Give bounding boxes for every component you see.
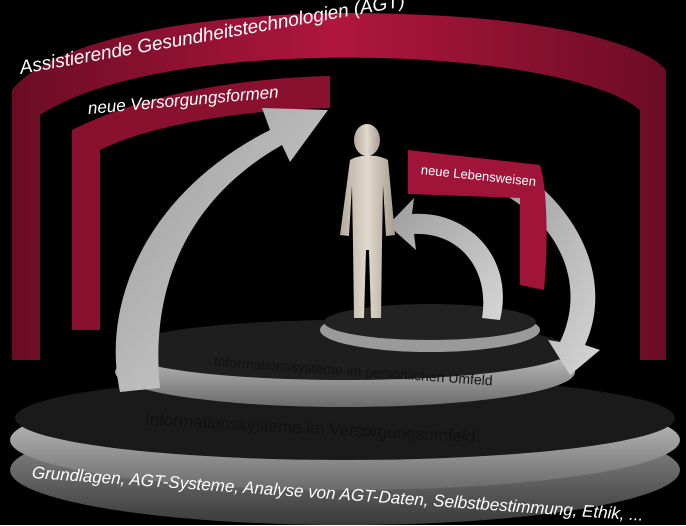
- person-figure: [340, 124, 395, 318]
- outer-cycle-arrow-right: [505, 170, 600, 375]
- inner-cycle-arrow: [388, 198, 503, 320]
- outer-cycle-arrow-left: [115, 108, 328, 392]
- versorgungsumfeld-disc-top: [15, 376, 675, 460]
- lebensweisen-band: [408, 150, 547, 290]
- versorgungsformen-band: [72, 76, 330, 330]
